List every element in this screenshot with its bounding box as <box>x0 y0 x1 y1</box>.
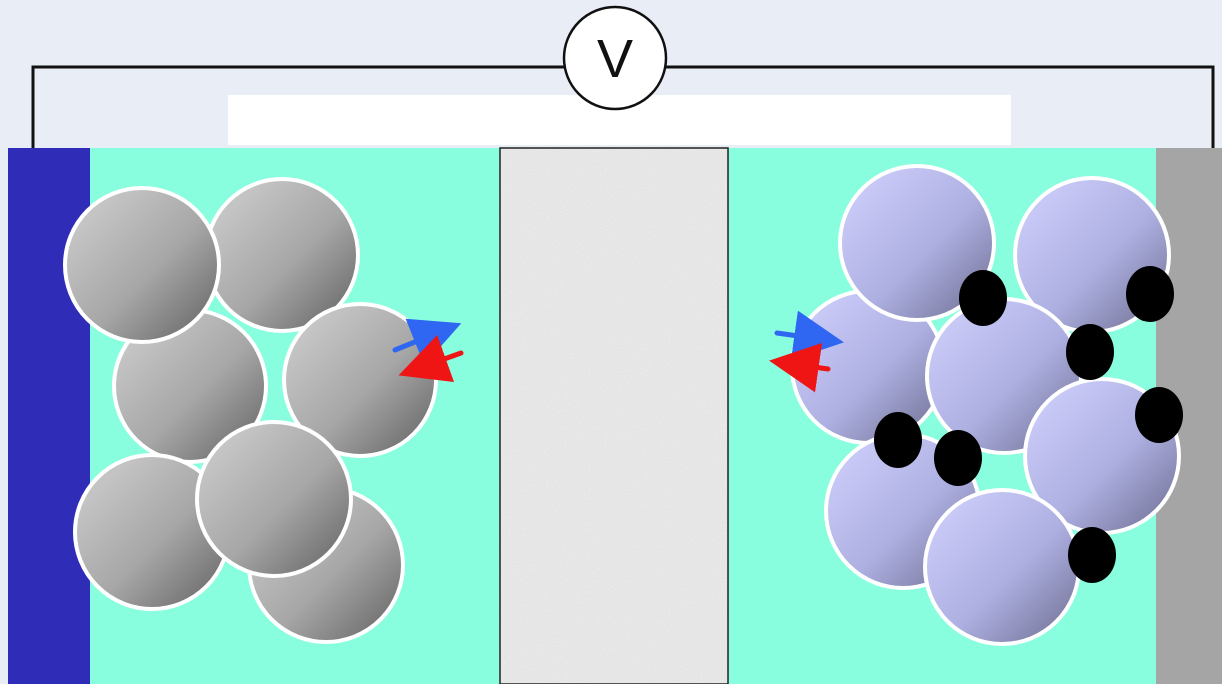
arrow-left-icon <box>769 342 831 393</box>
conductive-additive <box>1126 266 1174 322</box>
arrow-left-icon <box>398 334 464 383</box>
anode-particles <box>63 177 438 644</box>
anode-particle <box>195 420 353 578</box>
conductive-additive <box>1068 527 1116 583</box>
left-flow-arrows <box>392 318 464 383</box>
anode-particle <box>63 186 221 344</box>
cathode-particle <box>923 488 1081 646</box>
cathode-particles <box>790 164 1181 646</box>
left-wire <box>31 65 564 148</box>
conductive-additive <box>1135 387 1183 443</box>
conductive-additive <box>959 270 1007 326</box>
conductive-additive <box>934 430 982 486</box>
voltmeter-icon <box>562 5 668 111</box>
conductive-additives <box>874 266 1183 583</box>
arrow-right-icon <box>774 310 844 361</box>
right-flow-arrows <box>769 310 844 393</box>
conductive-additive <box>1066 324 1114 380</box>
separator <box>499 147 729 684</box>
right-wire <box>666 65 1215 148</box>
cathode-particle <box>838 164 996 322</box>
conductive-additive <box>874 412 922 468</box>
